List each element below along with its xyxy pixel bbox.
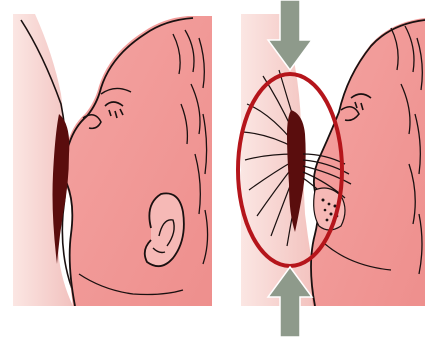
right-baby-face [310, 18, 425, 306]
left-illustration [13, 14, 212, 306]
compression-arrow-up [266, 266, 314, 337]
compression-arrow-down [266, 0, 314, 72]
left-baby-face [63, 16, 212, 306]
left-illustration-panel [13, 14, 212, 306]
